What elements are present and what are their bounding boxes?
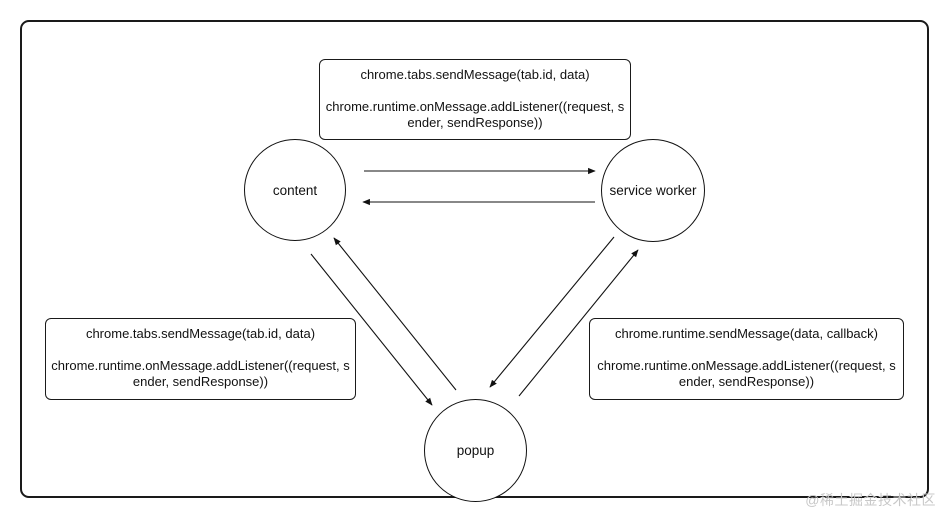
- arrow-service-worker-to-popup: [489, 236, 615, 388]
- note-right-send-text: chrome.runtime.sendMessage(data, callbac…: [614, 326, 878, 341]
- arrow-content-to-popup: [310, 253, 433, 406]
- watermark-text: @稀土掘金技术社区: [805, 492, 936, 508]
- node-popup: popup: [424, 399, 527, 502]
- note-top-listen-text: chrome.runtime.onMessage.addListener((re…: [325, 99, 625, 130]
- node-popup-label: popup: [456, 443, 495, 458]
- note-left: chrome.tabs.sendMessage(tab.id, data) ch…: [45, 318, 356, 400]
- arrow-popup-to-content: [333, 237, 457, 391]
- node-service-worker-label: service worker: [609, 183, 697, 198]
- note-right-listen-text: chrome.runtime.onMessage.addListener((re…: [597, 358, 896, 389]
- node-content-label: content: [272, 182, 318, 198]
- note-right: chrome.runtime.sendMessage(data, callbac…: [589, 318, 904, 400]
- node-service-worker: service worker: [601, 139, 705, 242]
- node-content: content: [244, 139, 346, 241]
- note-top-send-text: chrome.tabs.sendMessage(tab.id, data): [360, 67, 590, 82]
- arrow-popup-to-service-worker: [518, 249, 639, 397]
- note-left-send-text: chrome.tabs.sendMessage(tab.id, data): [85, 326, 316, 341]
- note-top: chrome.tabs.sendMessage(tab.id, data) ch…: [319, 59, 631, 140]
- note-left-listen-text: chrome.runtime.onMessage.addListener((re…: [51, 358, 350, 389]
